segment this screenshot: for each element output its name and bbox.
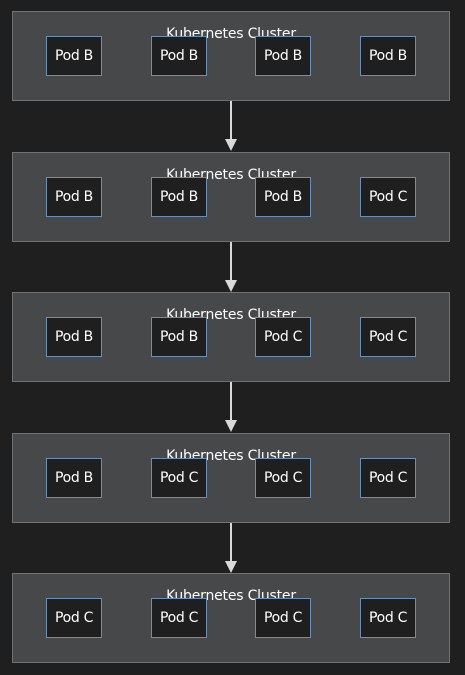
pod: Pod B (46, 317, 102, 357)
down-arrow-icon (225, 523, 237, 573)
pod: Pod C (151, 458, 207, 498)
cluster-5: Kubernetes Cluster Pod C Pod C Pod C Pod… (12, 573, 450, 663)
pod: Pod C (255, 458, 311, 498)
pod: Pod C (255, 598, 311, 638)
pod: Pod B (151, 317, 207, 357)
down-arrow-icon (225, 382, 237, 432)
arrow-1-to-2 (225, 101, 237, 151)
pod: Pod B (46, 36, 102, 76)
pod: Pod C (255, 317, 311, 357)
cluster-3: Kubernetes Cluster Pod B Pod B Pod C Pod… (12, 292, 450, 382)
pod: Pod C (360, 598, 416, 638)
pod: Pod B (255, 36, 311, 76)
pod: Pod C (360, 177, 416, 217)
cluster-2: Kubernetes Cluster Pod B Pod B Pod B Pod… (12, 152, 450, 242)
down-arrow-icon (225, 101, 237, 151)
down-arrow-icon (225, 242, 237, 292)
pod: Pod B (151, 36, 207, 76)
cluster-1: Kubernetes Cluster Pod B Pod B Pod B Pod… (12, 11, 450, 101)
arrow-3-to-4 (225, 382, 237, 432)
pod: Pod B (46, 177, 102, 217)
pod: Pod C (151, 598, 207, 638)
pod: Pod B (255, 177, 311, 217)
arrow-2-to-3 (225, 242, 237, 292)
pod: Pod C (360, 458, 416, 498)
cluster-4: Kubernetes Cluster Pod B Pod C Pod C Pod… (12, 433, 450, 523)
arrow-4-to-5 (225, 523, 237, 573)
pod: Pod B (360, 36, 416, 76)
pod: Pod C (360, 317, 416, 357)
pod: Pod C (46, 598, 102, 638)
pod: Pod B (151, 177, 207, 217)
pod: Pod B (46, 458, 102, 498)
